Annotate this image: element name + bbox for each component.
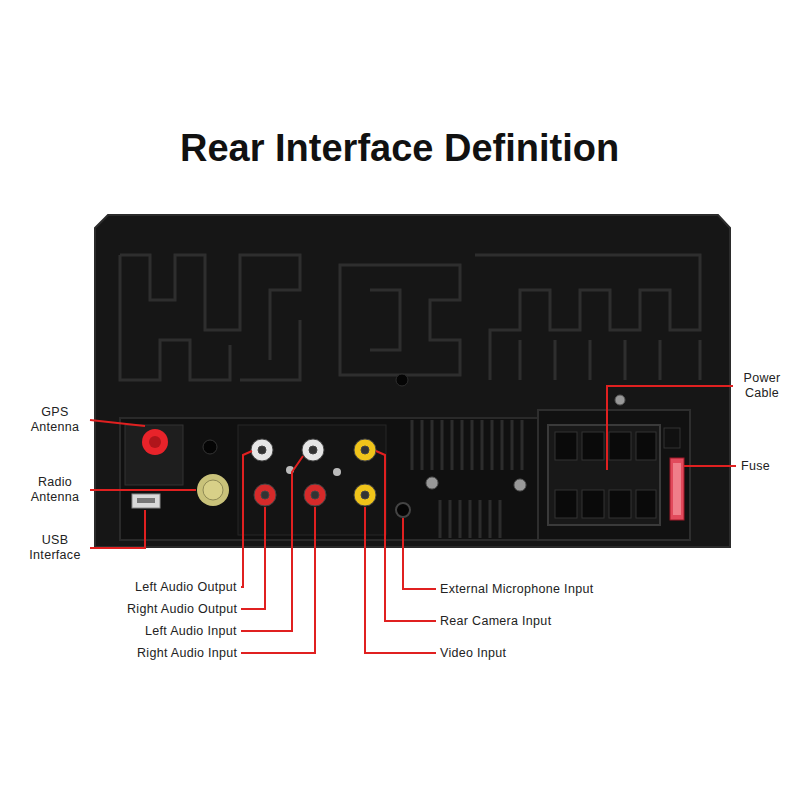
callout-label: Fuse: [741, 459, 770, 474]
callout-label: Right Audio Output: [127, 602, 237, 617]
callout-label: Power Cable: [729, 371, 795, 401]
callout-label: Left Audio Input: [145, 624, 237, 639]
callout-label: Video Input: [440, 646, 506, 661]
callout-label: Rear Camera Input: [440, 614, 551, 629]
callout-label: USB Interface: [22, 533, 88, 563]
title: Rear Interface Definition: [180, 127, 619, 170]
callout-label: Radio Antenna: [22, 475, 88, 505]
callout-label: GPS Antenna: [22, 405, 88, 435]
callout-label: Left Audio Output: [135, 580, 237, 595]
callout-label: External Microphone Input: [440, 582, 593, 597]
callout-label: Right Audio Input: [137, 646, 237, 661]
